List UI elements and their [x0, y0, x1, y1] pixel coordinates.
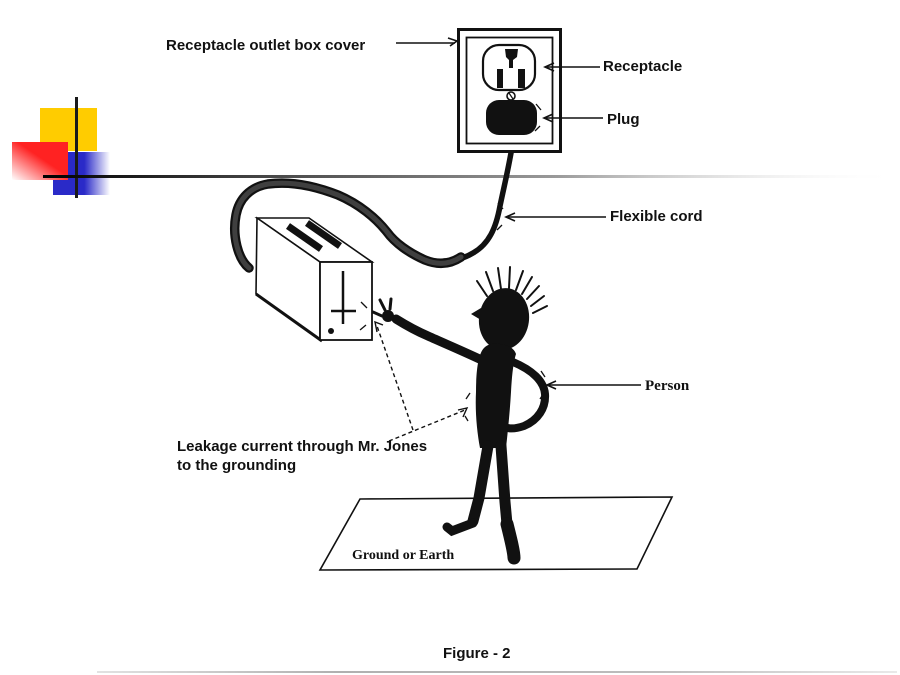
receptacle-arrowhead [543, 62, 555, 72]
plug-body [486, 100, 537, 135]
appliance-cord-core [232, 180, 464, 271]
cover-screw-slot [508, 92, 514, 100]
receptacle-slot-right [518, 69, 525, 88]
decoration-red-square [12, 142, 68, 180]
person-arrowhead [545, 380, 557, 390]
decoration-vertical-line [75, 97, 78, 198]
ground-label: Ground or Earth [352, 548, 454, 563]
plug-label: Plug [607, 111, 640, 128]
toaster [254, 216, 375, 343]
arm-on-hip [504, 358, 550, 433]
figure-caption: Figure - 2 [443, 645, 511, 662]
spark-marks [359, 103, 546, 422]
toaster-front-face [319, 261, 373, 341]
hair-spikes [476, 266, 548, 314]
person-label: Person [645, 378, 690, 394]
receptacle-slot-left [497, 69, 503, 88]
leakage-label-line2: to the grounding [177, 457, 296, 474]
appliance-cord [230, 178, 466, 273]
right-foot [500, 517, 521, 565]
footer-divider-line [97, 671, 897, 673]
left-leg [467, 440, 494, 527]
toaster-slot-2 [304, 220, 343, 249]
receptacle-label: Receptacle [603, 58, 682, 75]
toaster-slot-1 [285, 223, 324, 252]
leakage-arrowhead-torso [457, 407, 469, 418]
toaster-bottom-edge [255, 292, 323, 343]
leakage-label-line1: Leakage current through Mr. Jones [177, 438, 427, 455]
leakage-arrow-to-torso [388, 409, 466, 442]
nose [471, 308, 481, 320]
plug-cord [441, 131, 517, 264]
flexible-cord-label: Flexible cord [610, 208, 703, 225]
outlet-cover-label: Receptacle outlet box cover [166, 37, 365, 54]
left-foot [442, 518, 478, 537]
slide-decoration [12, 97, 900, 198]
leakage-arrows [374, 320, 469, 442]
outlet-box [457, 28, 562, 153]
callout-leaders [359, 37, 641, 422]
leakage-arrowhead-hand [374, 320, 384, 333]
person-figure [371, 266, 550, 565]
ground-plane [318, 496, 674, 571]
head [478, 288, 530, 350]
right-leg [495, 440, 513, 530]
receptacle-ground-slot [505, 49, 518, 68]
leakage-arrow-to-hand [376, 325, 414, 431]
outlet-cover-arrowhead [447, 37, 459, 47]
flexible-cord-arrowhead [504, 212, 516, 222]
plug-arrowhead [542, 113, 554, 123]
toaster-knob [328, 328, 334, 334]
hand-touching-toaster [371, 297, 394, 322]
header-divider-line [43, 175, 900, 178]
torso [475, 343, 516, 448]
extended-arm [391, 314, 497, 370]
